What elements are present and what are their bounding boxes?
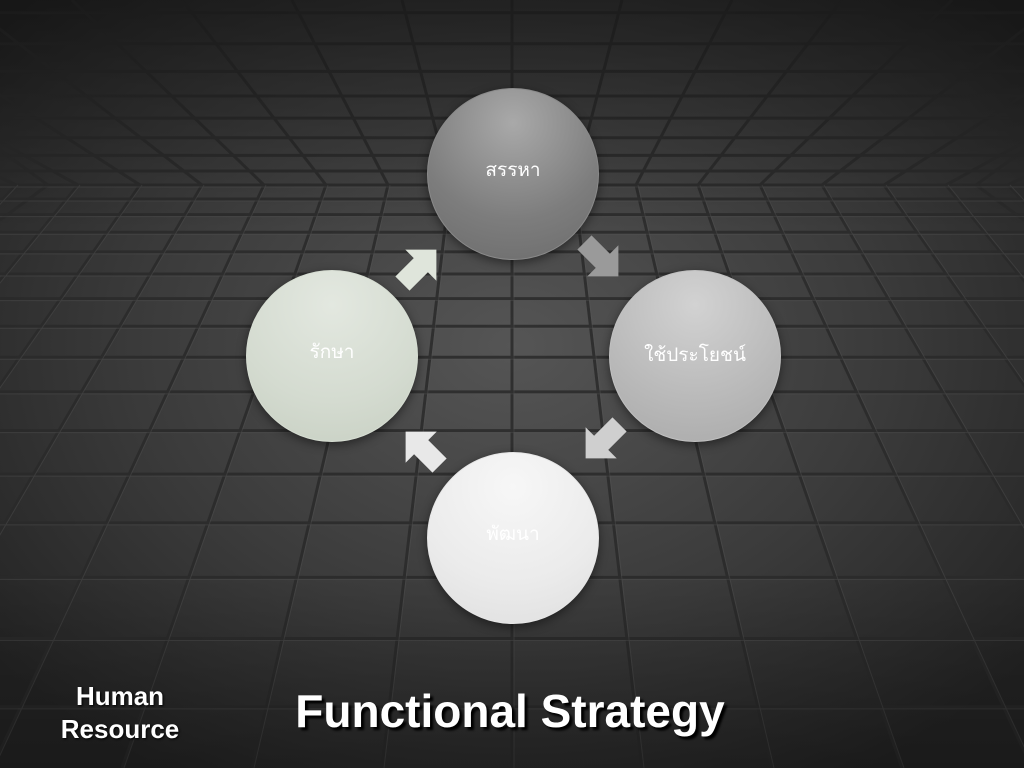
cycle-node-label: ใช้ประโยชน์ [644,344,746,367]
cycle-node-label: พัฒนา [486,523,540,546]
cycle-node-maintain: รักษา [246,270,418,442]
cycle-node-acquire: สรรหา [427,88,599,260]
brand-label: Human Resource [40,680,200,746]
cycle-node-develop: พัฒนา [427,452,599,624]
slide-title: Functional Strategy [295,685,725,737]
cycle-node-label: สรรหา [485,159,541,182]
brand-text: Human Resource [60,681,180,744]
cycle-node-utilize: ใช้ประโยชน์ [609,270,781,442]
cycle-node-label: รักษา [309,341,355,364]
